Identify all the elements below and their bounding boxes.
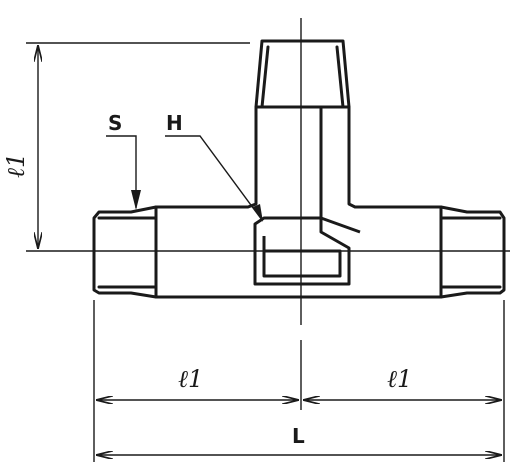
label-H: H xyxy=(166,111,183,135)
center-lines xyxy=(72,18,510,325)
leader-S xyxy=(106,135,137,208)
leader-S-arrow xyxy=(131,190,141,210)
label-l1-left: ℓ1 xyxy=(178,365,203,393)
label-S: S xyxy=(108,111,122,135)
labels: S H ℓ1 ℓ1 ℓ1 L xyxy=(2,111,412,448)
leader-H-arrow xyxy=(253,204,263,222)
top-chamfer-left xyxy=(260,45,270,109)
label-L: L xyxy=(292,424,305,448)
top-chamfer-right xyxy=(335,45,345,109)
tee-bore xyxy=(253,107,361,286)
label-l1-right: ℓ1 xyxy=(387,365,412,393)
dimension-lines xyxy=(26,42,505,462)
bore-inner xyxy=(262,236,342,278)
bore-branch xyxy=(319,107,361,234)
bore-outline xyxy=(253,216,351,286)
leader-lines xyxy=(106,135,263,222)
label-l1-vertical: ℓ1 xyxy=(2,153,30,178)
leader-H xyxy=(165,135,263,221)
tee-body xyxy=(92,39,506,299)
